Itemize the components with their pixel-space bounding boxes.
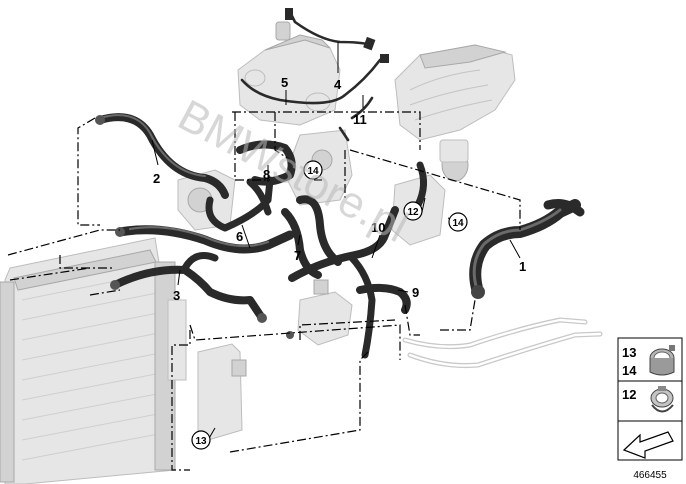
part-label-11: 11 [353, 112, 367, 127]
intake-manifold [394, 44, 516, 141]
legend-label-14: 14 [622, 363, 637, 378]
return-pipe [402, 317, 603, 369]
circled-reference-labels: 14 12 14 13 [191, 160, 468, 450]
part-label-4: 4 [334, 77, 342, 92]
part-number-labels: 1 2 3 4 5 6 7 8 9 10 11 [153, 75, 526, 303]
part-label-2: 2 [153, 171, 160, 186]
auxiliary-cooler [197, 343, 247, 441]
hoses [95, 8, 585, 359]
legend: 13 14 12 [617, 337, 683, 461]
water-pump [297, 279, 353, 346]
legend-label-13: 13 [622, 345, 636, 360]
arrow-icon [622, 431, 674, 459]
part-label-6: 6 [236, 229, 243, 244]
guide-lines [7, 111, 521, 471]
part-label-9: 9 [412, 285, 419, 300]
part-label-7: 7 [294, 248, 301, 263]
circled-label-12: 12 [403, 201, 423, 221]
svg-text:14: 14 [452, 218, 464, 229]
part-label-8: 8 [263, 167, 270, 182]
part-label-10: 10 [371, 220, 385, 235]
svg-text:14: 14 [307, 166, 319, 177]
circled-label-13: 13 [191, 430, 211, 450]
svg-text:12: 12 [407, 207, 419, 218]
part-label-1: 1 [519, 259, 526, 274]
circled-label-14-a: 14 [303, 160, 323, 180]
diagram-number: 466455 [633, 470, 667, 481]
part-label-5: 5 [281, 75, 288, 90]
circled-label-14-b: 14 [448, 212, 468, 232]
leader-lines [151, 42, 521, 441]
radiator [0, 237, 187, 484]
spring-clip-icon [650, 386, 674, 413]
legend-label-12: 12 [622, 387, 636, 402]
hose-clamp-icon [649, 345, 675, 376]
svg-text:13: 13 [195, 436, 207, 447]
part-label-3: 3 [173, 288, 180, 303]
